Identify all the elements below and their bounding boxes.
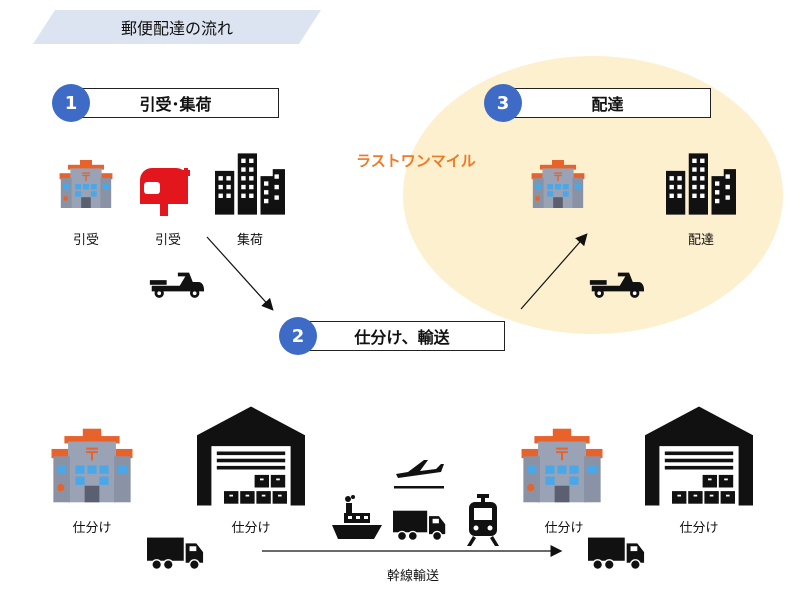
step-2-number: 2 <box>279 317 317 355</box>
post-office-1-label: 引受 <box>72 233 99 248</box>
step-2-label: 仕分け、輸送 <box>354 328 450 347</box>
train-icon <box>467 494 499 546</box>
step-2-box: 仕分け、輸送 <box>300 321 505 351</box>
step-1-box: 引受･集荷 <box>73 88 279 118</box>
warehouse-icon <box>645 406 753 506</box>
step-3-box: 配達 <box>505 88 711 118</box>
step-1-number: 1 <box>52 84 90 122</box>
buildings-1-label: 集荷 <box>236 233 263 248</box>
sort-post-right-label: 仕分け <box>544 521 584 536</box>
truck-icon <box>147 537 204 571</box>
buildings-3-label: 配達 <box>687 233 714 248</box>
sort-wh-right-label: 仕分け <box>679 521 719 536</box>
post-office-icon <box>521 428 603 503</box>
truck-icon <box>588 537 645 571</box>
last-mile-label: ラストワンマイル <box>356 152 476 170</box>
sort-wh-left-label: 仕分け <box>231 521 271 536</box>
sort-post-left-label: 仕分け <box>72 521 112 536</box>
divider-line <box>394 486 444 489</box>
post-office-icon <box>51 428 133 503</box>
airplane-icon <box>396 460 444 478</box>
postbox-label: 引受 <box>154 233 181 248</box>
step-1-label: 引受･集荷 <box>139 95 212 114</box>
step-3-label: 配達 <box>591 95 624 114</box>
step-3-number: 3 <box>484 84 522 122</box>
truck-icon <box>393 510 446 542</box>
page-title: 郵便配達の流れ <box>33 10 321 44</box>
trunk-transport-label: 幹線輸送 <box>386 569 439 584</box>
postbox-icon <box>140 168 190 216</box>
ship-icon <box>332 495 382 539</box>
warehouse-icon <box>197 406 305 506</box>
